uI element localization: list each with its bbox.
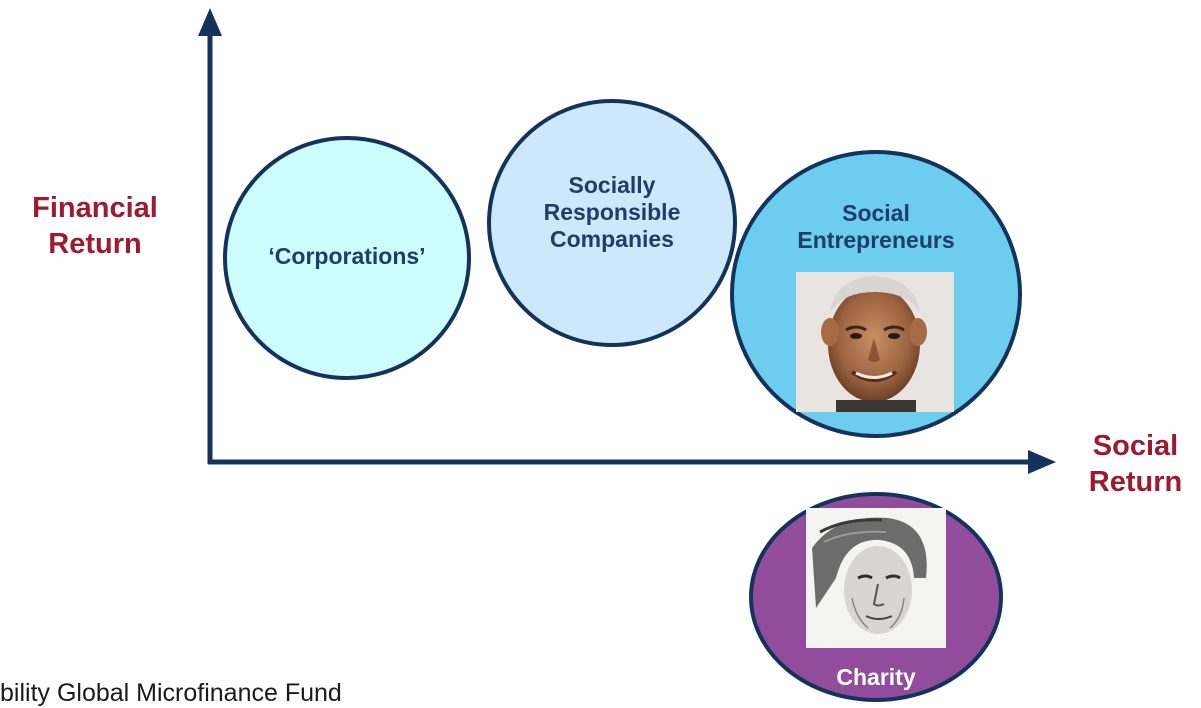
y-axis-arrowhead	[198, 8, 222, 36]
socially-responsible-line1: Socially	[568, 172, 656, 198]
y-axis-label: Financial Return	[10, 190, 180, 262]
portrait-sketch-woman-headscarf	[806, 508, 946, 648]
social-entrepreneurs-label: Social Entrepreneurs	[756, 200, 996, 254]
social-entrepreneurs-line1: Social	[842, 200, 910, 226]
socially-responsible-circle	[487, 99, 737, 347]
corporations-circle	[223, 136, 471, 380]
corporations-label: ‘Corporations’	[268, 243, 426, 269]
x-axis-label-line1: Social	[1092, 430, 1179, 462]
portrait-photo-smiling-man	[796, 272, 954, 412]
socially-responsible-label: Socially Responsible Companies	[512, 172, 712, 253]
socially-responsible-line3: Companies	[550, 226, 674, 252]
y-axis-label-line2: Return	[48, 228, 142, 260]
x-axis-arrowhead	[1028, 450, 1056, 474]
y-axis-label-line1: Financial	[32, 192, 158, 224]
socially-responsible-line2: Responsible	[543, 199, 681, 225]
charity-label: Charity	[836, 664, 916, 690]
social-entrepreneurs-line2: Entrepreneurs	[797, 227, 955, 253]
footer-fund-name: bility Global Microfinance Fund	[0, 679, 342, 707]
x-axis-label: Social Return	[1070, 428, 1201, 500]
x-axis-label-line2: Return	[1088, 466, 1183, 498]
